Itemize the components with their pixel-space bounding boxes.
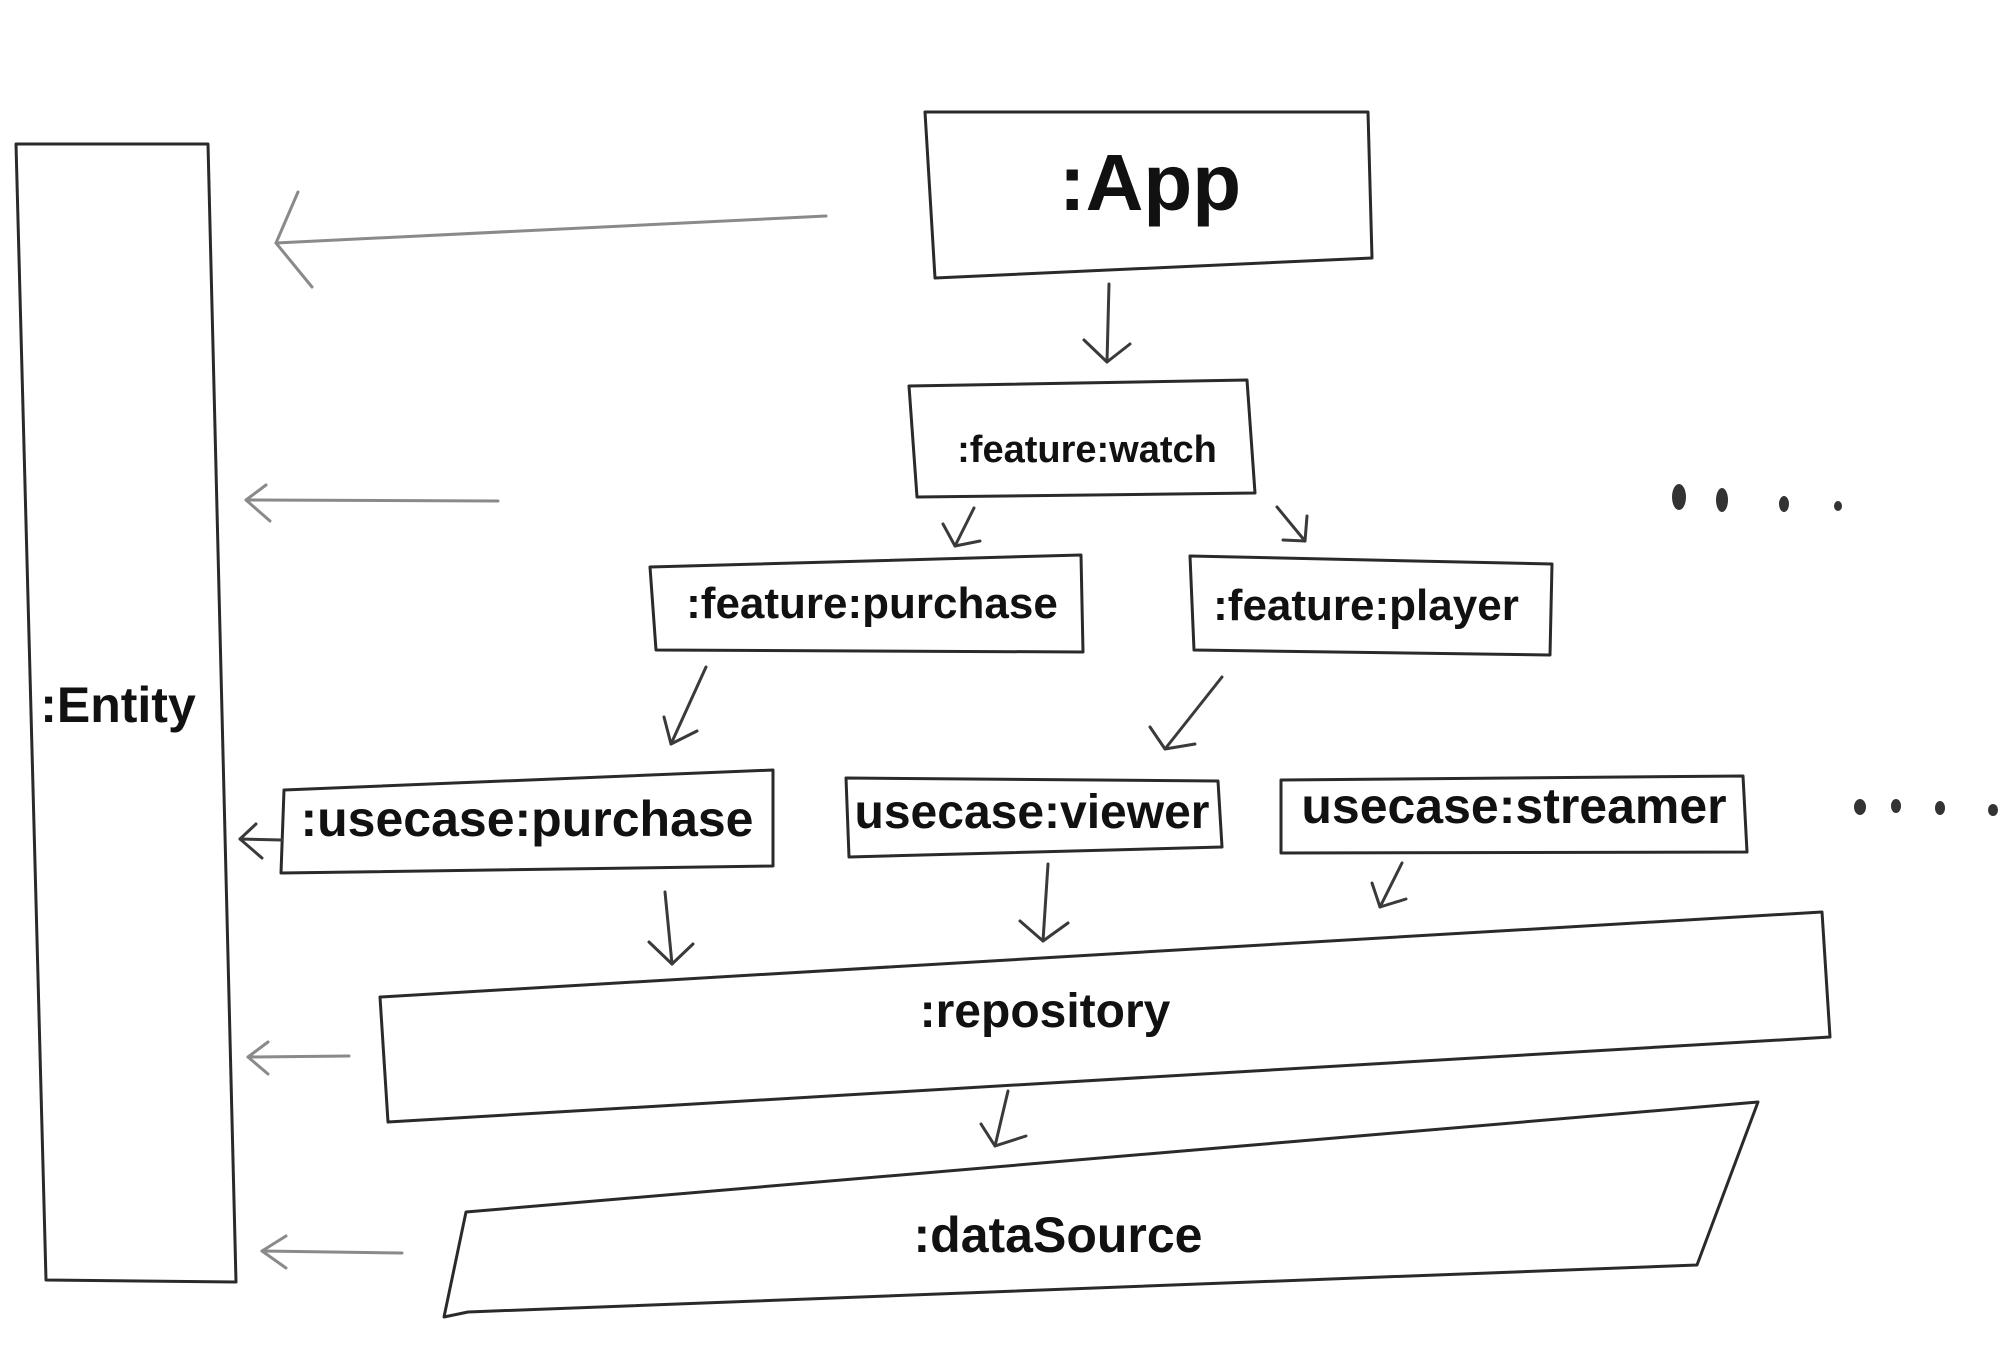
usecase-streamer-label: usecase:streamer xyxy=(1301,778,1726,834)
feature-purchase-node: :feature:purchase xyxy=(648,553,1085,654)
feature-purchase-label: :feature:purchase xyxy=(686,579,1058,628)
ellipsis-feature-row xyxy=(1672,484,1842,512)
arrow-streamer-to-repository xyxy=(1370,861,1408,909)
entity-label: :Entity xyxy=(40,677,196,733)
arrow-viewer-to-repository xyxy=(1018,862,1070,943)
entity-node: :Entity xyxy=(14,142,238,1284)
feature-watch-node: :feature:watch xyxy=(907,378,1257,499)
arrow-purchase-to-usecase xyxy=(662,665,708,746)
feature-player-label: :feature:player xyxy=(1213,581,1519,630)
arrow-app-to-feature-watch xyxy=(1082,282,1132,364)
datasource-node: :dataSource xyxy=(442,1100,1760,1319)
app-node: :App xyxy=(923,110,1374,280)
usecase-purchase-label: :usecase:purchase xyxy=(300,791,753,847)
feature-player-node: :feature:player xyxy=(1188,554,1554,657)
arrow-usecase-purchase-to-repository xyxy=(647,890,695,966)
repository-node: :repository xyxy=(378,910,1832,1124)
arrow-player-to-viewer xyxy=(1148,675,1224,751)
arrow-repository-to-entity xyxy=(246,1040,351,1076)
app-label: :App xyxy=(1059,138,1241,227)
usecase-streamer-node: usecase:streamer xyxy=(1279,774,1749,855)
usecase-purchase-node: :usecase:purchase xyxy=(279,768,775,875)
feature-watch-label: :feature:watch xyxy=(957,429,1217,471)
arrow-usecase-to-entity xyxy=(238,822,284,860)
arrow-repository-to-datasource xyxy=(979,1089,1028,1148)
ellipsis-usecase-row xyxy=(1854,799,1998,816)
repository-label: :repository xyxy=(920,985,1171,1038)
arrow-app-to-entity xyxy=(274,190,828,289)
arrow-datasource-to-entity xyxy=(260,1234,404,1270)
arrow-feature-to-entity xyxy=(244,483,500,523)
usecase-viewer-node: usecase:viewer xyxy=(844,776,1224,859)
arrow-watch-to-player xyxy=(1275,505,1309,543)
usecase-viewer-label: usecase:viewer xyxy=(855,786,1210,839)
datasource-label: :dataSource xyxy=(914,1207,1203,1263)
arrow-watch-to-purchase xyxy=(941,506,982,548)
